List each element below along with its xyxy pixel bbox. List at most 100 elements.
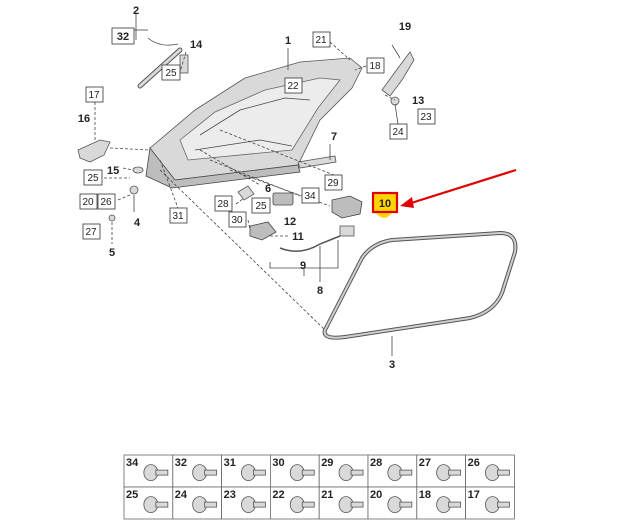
- fastener-shank-icon: [350, 501, 364, 508]
- svg-text:32: 32: [117, 31, 129, 43]
- part-10-module: [331, 195, 363, 219]
- part-7-strip: [297, 155, 337, 169]
- callout-13: 13: [412, 95, 424, 107]
- boxed-32: 32: [111, 27, 135, 45]
- svg-text:27: 27: [85, 227, 97, 238]
- boxed-30: 30: [228, 211, 247, 228]
- boxed-25a: 25: [161, 64, 181, 81]
- boxed-21: 21: [312, 31, 331, 48]
- fastener-shank-icon: [204, 501, 218, 508]
- svg-text:30: 30: [231, 215, 243, 226]
- callout-3: 3: [389, 359, 395, 371]
- callout-19: 19: [399, 21, 411, 33]
- fastener-cell-18[interactable]: 18: [416, 486, 466, 520]
- part-4-stop: [129, 185, 139, 195]
- fastener-label: 31: [224, 457, 236, 469]
- svg-text:21: 21: [315, 35, 327, 46]
- fastener-label: 17: [468, 489, 480, 501]
- fastener-cell-32[interactable]: 32: [172, 454, 223, 488]
- svg-text:23: 23: [420, 112, 432, 123]
- fastener-label: 24: [175, 489, 188, 501]
- fastener-cell-28[interactable]: 28: [367, 454, 418, 488]
- fastener-label: 23: [224, 489, 236, 501]
- fastener-label: 25: [126, 489, 138, 501]
- part-9-actuator: [339, 225, 355, 237]
- fastener-cell-22[interactable]: 22: [269, 486, 320, 520]
- svg-text:25: 25: [255, 201, 267, 212]
- svg-text:25: 25: [87, 173, 99, 184]
- callout-4: 4: [134, 217, 141, 229]
- fastener-label: 21: [321, 489, 333, 501]
- callout-6: 6: [265, 183, 271, 195]
- callout-10-highlight[interactable]: 10: [371, 191, 399, 218]
- svg-text:26: 26: [100, 197, 112, 208]
- fastener-label: 18: [419, 489, 431, 501]
- fastener-shank-icon: [204, 469, 218, 476]
- fastener-cell-20[interactable]: 20: [367, 486, 418, 520]
- part-19-trim: [381, 51, 415, 97]
- part-5-clip: [108, 214, 116, 222]
- fastener-shank-icon: [301, 469, 315, 476]
- door-seal: [322, 230, 518, 340]
- fastener-cell-30[interactable]: 30: [269, 454, 320, 488]
- svg-text:17: 17: [88, 90, 100, 101]
- svg-text:34: 34: [304, 191, 316, 202]
- boxed-25b: 25: [83, 169, 103, 186]
- boxed-29: 29: [324, 174, 343, 191]
- callout-7: 7: [331, 131, 337, 143]
- fastener-shank-icon: [497, 501, 510, 508]
- fastener-cell-29[interactable]: 29: [318, 454, 369, 488]
- callout-1: 1: [285, 35, 291, 47]
- fastener-label: 28: [370, 457, 382, 469]
- fastener-label: 20: [370, 489, 382, 501]
- callout-11: 11: [292, 231, 304, 243]
- part-12-latch: [272, 192, 294, 206]
- tailgate-frame: [145, 57, 363, 189]
- boxed-26: 26: [97, 193, 116, 210]
- fastener-cell-31[interactable]: 31: [221, 454, 271, 488]
- callout-14: 14: [190, 39, 203, 51]
- part-6-hinge: [237, 185, 255, 201]
- fastener-shank-icon: [155, 469, 169, 476]
- svg-text:22: 22: [287, 81, 299, 92]
- boxed-24: 24: [389, 123, 408, 140]
- part-16-bracket: [77, 139, 111, 163]
- fastener-cell-26[interactable]: 26: [465, 454, 515, 488]
- fastener-cell-24[interactable]: 24: [172, 486, 223, 520]
- fastener-label: 27: [419, 457, 431, 469]
- svg-text:10: 10: [379, 198, 391, 210]
- svg-text:20: 20: [82, 197, 94, 208]
- boxed-17: 17: [85, 86, 104, 103]
- fastener-shank-icon: [301, 501, 315, 508]
- fastener-shank-icon: [497, 469, 510, 476]
- callout-9: 9: [300, 260, 306, 272]
- fastener-cell-34[interactable]: 34: [123, 454, 174, 488]
- boxed-23: 23: [417, 108, 436, 125]
- fastener-shank-icon: [448, 469, 462, 476]
- callout-12: 12: [284, 216, 296, 228]
- callout-8: 8: [317, 285, 323, 297]
- svg-text:18: 18: [369, 61, 381, 72]
- fastener-cell-27[interactable]: 27: [416, 454, 466, 488]
- fastener-shank-icon: [155, 501, 169, 508]
- fastener-label: 32: [175, 457, 187, 469]
- fastener-shank-icon: [253, 501, 266, 508]
- fastener-label: 22: [272, 489, 284, 501]
- callout-2: 2: [133, 5, 139, 17]
- fastener-cell-17[interactable]: 17: [465, 486, 515, 520]
- part-15-bumper: [132, 166, 144, 174]
- callout-numbers: 2 1 14 19 13 16 7 15 6 4 12 11 5 9 8 3: [78, 5, 424, 371]
- fastener-label: 30: [272, 457, 284, 469]
- fastener-cell-21[interactable]: 21: [318, 486, 369, 520]
- boxed-18: 18: [366, 57, 385, 74]
- part-9-cable: [279, 235, 341, 252]
- fastener-shank-icon: [448, 501, 462, 508]
- fastener-cell-25[interactable]: 25: [123, 486, 174, 520]
- boxed-callouts: 32 25 21 18 22 17 23 24 25 29 34 20 26 2…: [79, 27, 436, 240]
- boxed-22: 22: [284, 77, 303, 94]
- svg-text:24: 24: [392, 127, 404, 138]
- fastener-cell-23[interactable]: 23: [221, 486, 271, 520]
- fastener-shank-icon: [399, 469, 413, 476]
